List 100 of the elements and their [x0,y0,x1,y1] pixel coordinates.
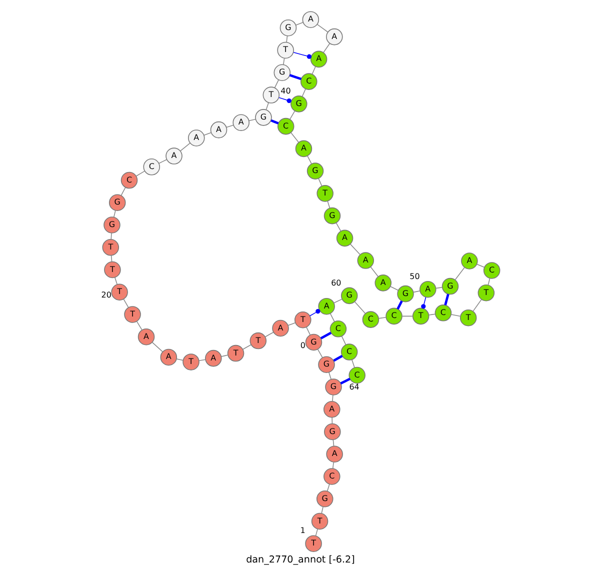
connector [420,296,426,309]
node-circle: C [120,172,138,189]
node-circle: A [137,328,154,346]
connector [335,222,341,232]
connector [135,170,145,176]
node-circle: G [304,334,322,351]
connector [331,417,332,424]
connector [248,118,256,122]
connector [370,266,378,277]
connector [476,264,484,268]
node-circle: A [326,28,342,46]
node-circle: G [279,19,296,36]
node-circle: T [477,284,494,302]
connector [114,277,117,285]
node-circle: A [232,114,249,131]
connector [136,321,142,330]
node-circle: T [310,512,328,530]
connector [286,36,288,43]
node-circle: T [294,311,311,328]
connector [110,232,112,240]
node-circle: C [329,320,346,338]
connector [287,322,296,326]
node-circle: T [276,42,294,59]
node-circle: G [316,490,333,508]
node-circle: C [276,118,294,135]
connector [220,354,228,357]
node-circle: T [249,332,266,350]
node-label: 50 [409,272,420,281]
node-circle: G [323,207,340,224]
connector [390,286,398,291]
connector [176,358,184,361]
node-circle: A [188,130,204,146]
connector [326,484,330,492]
node-circle: A [204,350,222,367]
connector [328,372,331,380]
connector [401,316,413,317]
node-circle: A [294,140,312,158]
connector [444,294,449,306]
connector [354,302,366,314]
node-circle: A [210,121,227,138]
connector [278,97,291,104]
connector [322,43,330,53]
node-circle: T [262,86,280,104]
node-circle: G [318,356,334,374]
node-circle: G [108,194,126,212]
connector [264,332,274,338]
connector [289,110,295,120]
connector [320,332,332,340]
node-circle: T [459,309,476,326]
connector [265,102,268,110]
node-circle: C [340,344,358,360]
connector [301,88,306,97]
connector [179,142,190,152]
connector [454,267,464,280]
node-circle: C [385,308,402,325]
node-circle: A [302,11,319,28]
connector [270,119,278,124]
node-circle: G [290,96,307,112]
connector [112,210,116,218]
node-circle: A [460,252,478,270]
node-circle: G [324,378,342,396]
connector [198,359,206,362]
connector [332,298,342,304]
connector [350,359,354,368]
connector [378,316,386,319]
node-circle: A [336,230,353,247]
diagram-title: dan_2770_annot [-6.2] [246,554,354,566]
connector [316,24,328,32]
connector [151,342,162,352]
node-circle: A [419,280,436,298]
connector [332,354,342,362]
node-circle: G [273,64,290,81]
connector [282,58,284,65]
connector [349,244,360,255]
connector [316,348,322,358]
node-label: 0 [300,340,305,350]
connector [294,22,303,26]
connector [472,299,482,312]
node-circle: C [300,73,317,90]
connector [487,278,490,286]
connector [340,378,350,384]
node-circle: C [348,366,365,384]
node-circle: A [326,446,342,462]
node-circle: G [254,109,272,126]
node-circle: T [316,185,333,202]
node-circle: A [310,50,327,68]
node-circle: G [306,162,324,180]
connector [326,200,330,208]
node-circle: A [160,348,177,366]
node-circle: C [434,304,452,322]
node-circle: T [102,238,119,256]
node-circle: G [103,216,120,234]
node-circle: T [182,354,199,370]
node-circle: A [356,252,374,269]
node-circle: T [304,535,322,552]
connector [311,66,316,75]
connector [435,287,442,289]
connector [308,309,320,316]
connector [306,326,310,336]
node-circle: C [482,262,500,279]
